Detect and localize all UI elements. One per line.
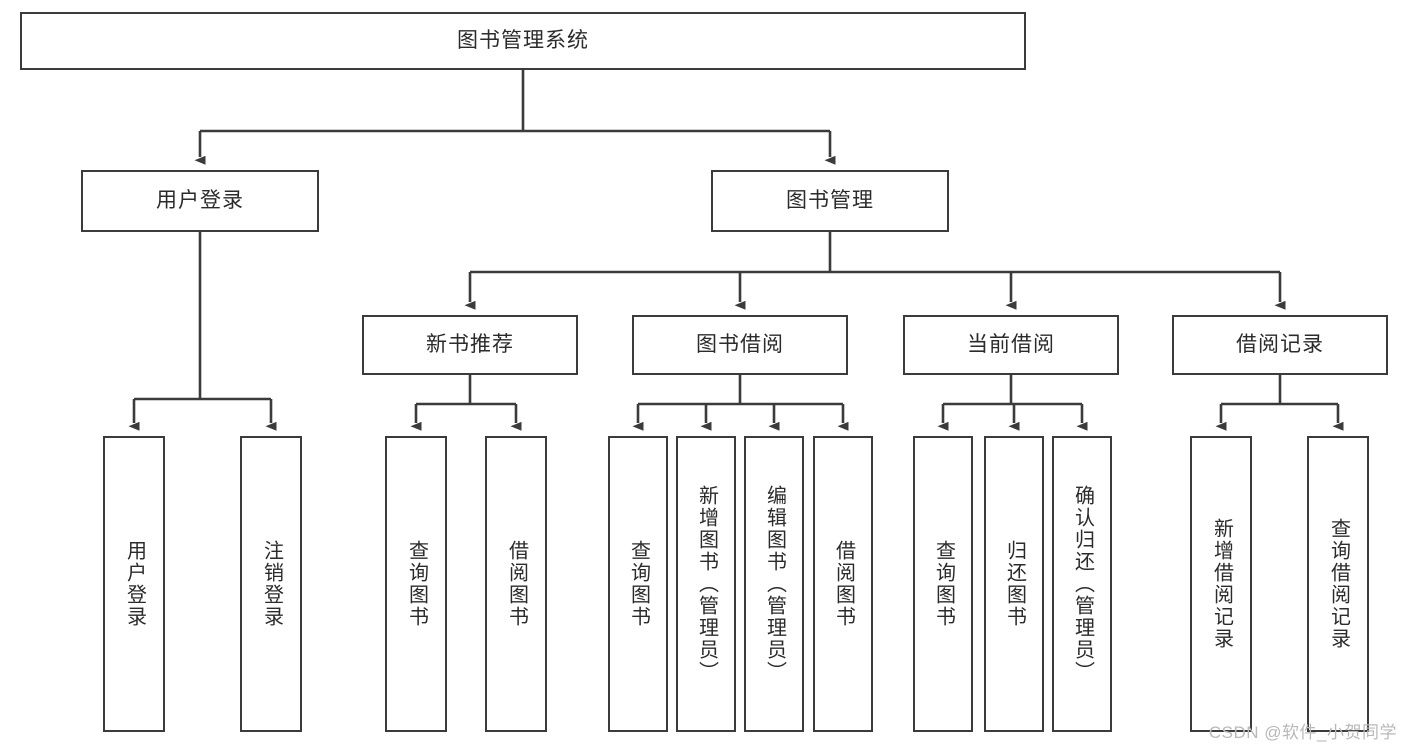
node-leaf-return-book[interactable]: 归还图书 xyxy=(984,436,1044,732)
node-leaf-query-record[interactable]: 查询借阅记录 xyxy=(1307,436,1369,732)
node-new-book-rec[interactable]: 新书推荐 xyxy=(362,315,578,375)
node-leaf-query-book-1-label: 查询图书 xyxy=(405,540,428,628)
node-root-label: 图书管理系统 xyxy=(457,29,589,53)
node-leaf-query-book-2-label: 查询图书 xyxy=(627,540,650,628)
node-leaf-query-book-1[interactable]: 查询图书 xyxy=(385,436,447,732)
node-current-borrow[interactable]: 当前借阅 xyxy=(903,315,1119,375)
node-borrow-record-label: 借阅记录 xyxy=(1236,333,1324,357)
node-user-login[interactable]: 用户登录 xyxy=(81,170,319,232)
node-leaf-query-book-3[interactable]: 查询图书 xyxy=(913,436,973,732)
node-leaf-add-book-label: 新增图书（管理员） xyxy=(695,485,718,683)
node-new-book-rec-label: 新书推荐 xyxy=(426,333,514,357)
node-current-borrow-label: 当前借阅 xyxy=(967,333,1055,357)
node-leaf-logout-label: 注销登录 xyxy=(260,540,283,628)
node-leaf-add-record-label: 新增借阅记录 xyxy=(1210,518,1233,650)
node-leaf-logout[interactable]: 注销登录 xyxy=(240,436,302,732)
node-leaf-query-book-3-label: 查询图书 xyxy=(932,540,955,628)
node-leaf-edit-book[interactable]: 编辑图书（管理员） xyxy=(744,436,804,732)
node-book-borrow-label: 图书借阅 xyxy=(696,333,784,357)
node-book-borrow[interactable]: 图书借阅 xyxy=(632,315,848,375)
node-leaf-borrow-book-2[interactable]: 借阅图书 xyxy=(813,436,873,732)
node-leaf-add-book[interactable]: 新增图书（管理员） xyxy=(676,436,736,732)
node-leaf-return-book-label: 归还图书 xyxy=(1003,540,1026,628)
node-borrow-record[interactable]: 借阅记录 xyxy=(1172,315,1388,375)
node-leaf-user-login[interactable]: 用户登录 xyxy=(103,436,165,732)
node-leaf-borrow-book-1[interactable]: 借阅图书 xyxy=(485,436,547,732)
node-leaf-user-login-label: 用户登录 xyxy=(123,540,146,628)
node-leaf-borrow-book-2-label: 借阅图书 xyxy=(832,540,855,628)
node-leaf-query-record-label: 查询借阅记录 xyxy=(1327,518,1350,650)
node-leaf-confirm-return-label: 确认归还（管理员） xyxy=(1071,485,1094,683)
node-leaf-borrow-book-1-label: 借阅图书 xyxy=(505,540,528,628)
node-leaf-add-record[interactable]: 新增借阅记录 xyxy=(1190,436,1252,732)
node-leaf-confirm-return[interactable]: 确认归还（管理员） xyxy=(1052,436,1112,732)
watermark-credit: CSDN @软件_小贺同学 xyxy=(1208,723,1397,742)
node-user-login-label: 用户登录 xyxy=(156,189,244,213)
node-book-manage-label: 图书管理 xyxy=(786,189,874,213)
node-leaf-query-book-2[interactable]: 查询图书 xyxy=(608,436,668,732)
node-book-manage[interactable]: 图书管理 xyxy=(711,170,949,232)
node-leaf-edit-book-label: 编辑图书（管理员） xyxy=(763,485,786,683)
node-root[interactable]: 图书管理系统 xyxy=(20,12,1026,70)
